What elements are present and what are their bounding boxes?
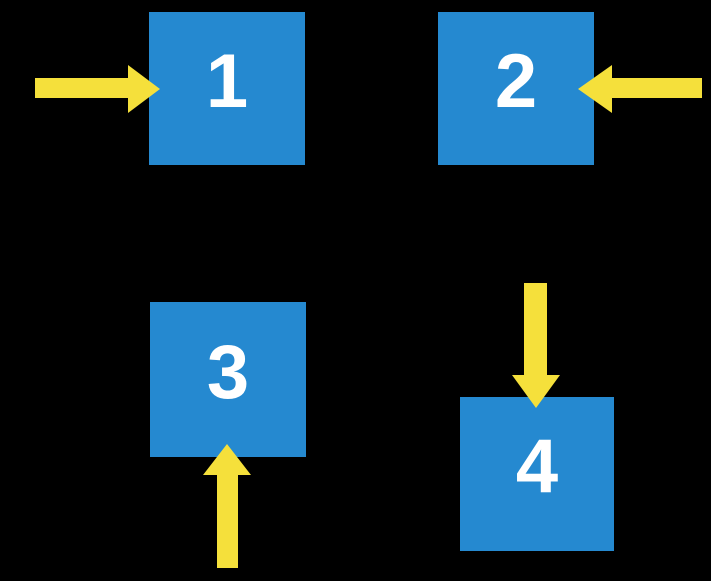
box-2: 2 [438,12,594,165]
box-3-label: 3 [206,329,250,415]
box-4-label: 4 [515,424,559,509]
arrow-left-icon [578,65,702,113]
arrow-shaft [35,78,128,98]
box-2-label: 2 [494,38,538,124]
box-1: 1 [149,12,305,165]
arrow-head [128,65,160,113]
box-3: 3 [150,302,306,457]
arrow-head [578,65,612,113]
arrow-shaft [612,78,702,98]
arrow-head [203,444,251,475]
arrow-right-icon [35,65,160,113]
arrow-shaft [524,283,547,375]
arrow-down-icon [512,283,560,408]
box-1-label: 1 [205,38,249,124]
arrow-up-icon [203,444,252,568]
arrow-head [512,375,560,408]
arrow-shaft [217,475,238,568]
box-4: 4 [460,397,614,551]
